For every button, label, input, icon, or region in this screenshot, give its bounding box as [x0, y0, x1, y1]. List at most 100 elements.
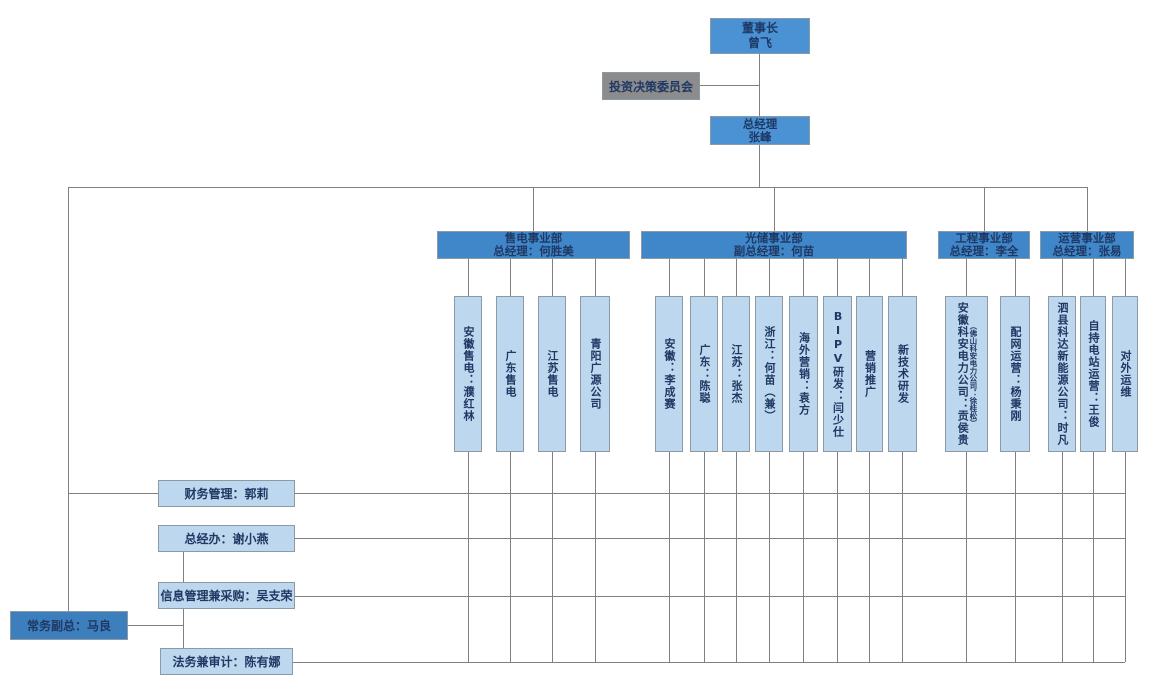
sub-unit-label: 广东：陈聪	[698, 344, 712, 404]
line-child-tail	[1125, 452, 1126, 662]
line-info-right	[295, 596, 1125, 597]
line-child-tail	[552, 452, 553, 662]
sub-unit-label: 泗县科达新能源公司：时凡	[1056, 302, 1070, 446]
sub-unit-label: 浙江：何苗（兼）	[763, 326, 777, 422]
line-finance-left	[68, 493, 158, 494]
department-title: 光储事业部	[745, 231, 803, 245]
line-child-tail	[704, 452, 705, 662]
line-department-bus	[68, 187, 1087, 188]
general-manager-box: 总经理 张峰	[710, 116, 810, 145]
sub-unit-box: 浙江：何苗（兼）	[755, 296, 783, 452]
chairman-name: 曾飞	[747, 36, 772, 50]
department-box-0: 售电事业部总经理：何胜美	[437, 231, 630, 259]
general-manager-title: 总经理	[742, 116, 778, 131]
line-dept-to-child	[837, 259, 838, 296]
line-committee-branch	[700, 85, 760, 86]
department-title: 售电事业部	[504, 231, 563, 245]
line-child-tail	[869, 452, 870, 662]
sub-unit-label: 江苏售电	[546, 350, 560, 398]
function-box-gm-office: 总经办：谢小燕	[158, 525, 295, 552]
line-dept-to-child	[1062, 259, 1063, 296]
sub-unit-box: 青阳广源公司	[580, 296, 610, 452]
department-title: 工程事业部	[955, 231, 1013, 245]
sub-unit-box: 新技术研发	[888, 296, 917, 452]
line-child-tail	[837, 452, 838, 662]
investment-committee-box: 投资决策委员会	[602, 72, 700, 100]
line-child-tail	[1062, 452, 1063, 662]
line-left-drop	[68, 187, 69, 611]
line-deputy-branch	[128, 625, 183, 626]
sub-unit-box: 江苏售电	[538, 296, 566, 452]
sub-unit-label: 海外营销：袁方	[797, 332, 811, 416]
sub-unit-label: 青阳广源公司	[589, 338, 603, 410]
sub-unit-box: 配网运营：杨秉刚	[1000, 296, 1030, 452]
chairman-box: 董事长 曾飞	[710, 18, 810, 54]
line-dept-to-child	[468, 259, 469, 296]
line-dept-to-child	[669, 259, 670, 296]
line-child-tail	[966, 452, 967, 662]
sub-unit-label: 对外运维	[1119, 350, 1133, 398]
line-gm-office-right	[295, 538, 1125, 539]
line-dept-to-child	[704, 259, 705, 296]
chairman-title: 董事长	[741, 21, 778, 35]
sub-unit-box: 营销推广	[856, 296, 883, 452]
department-manager: 总经理：张易	[1052, 244, 1122, 258]
line-child-tail	[803, 452, 804, 662]
line-dept-to-child	[869, 259, 870, 296]
sub-unit-box: 广东售电	[496, 296, 524, 452]
line-child-tail	[736, 452, 737, 662]
line-dept-to-child	[595, 259, 596, 296]
sub-unit-box: 安徽：李成赛	[655, 296, 683, 452]
function-box-legal-audit: 法务兼审计：陈有娜	[160, 648, 293, 675]
line-child-tail	[468, 452, 469, 662]
line-dept-to-child	[803, 259, 804, 296]
function-box-info-procurement: 信息管理兼采购：吴支荣	[158, 582, 295, 609]
sub-unit-box: 广东：陈聪	[690, 296, 718, 452]
department-box-3: 运营事业部总经理：张易	[1040, 231, 1134, 259]
line-bus-to-dept	[984, 187, 985, 231]
sub-unit-box: 对外运维	[1112, 296, 1138, 452]
sub-unit-box: 泗县科达新能源公司：时凡	[1048, 296, 1076, 452]
line-bus-to-dept	[533, 187, 534, 231]
department-title: 运营事业部	[1058, 231, 1116, 245]
sub-unit-label: 广东售电	[504, 350, 518, 398]
line-bus-to-dept	[774, 187, 775, 231]
sub-unit-label: 自持电站运营：王俊	[1087, 320, 1101, 428]
line-dept-to-child	[1015, 259, 1016, 296]
department-manager: 总经理：李全	[949, 244, 1019, 258]
sub-unit-label: 配网运营：杨秉刚	[1009, 326, 1023, 422]
sub-unit-label: 安徽科安电力公司：贡侯贵	[956, 302, 970, 446]
sub-unit-label: 安徽售电：濮红林	[462, 326, 476, 422]
line-bus-to-dept	[1087, 187, 1088, 231]
sub-unit-label: 营销推广	[863, 350, 877, 398]
line-child-tail	[1093, 452, 1094, 662]
sub-unit-box: 安徽售电：濮红林	[454, 296, 482, 452]
department-box-1: 光储事业部副总经理：何苗	[641, 231, 907, 259]
line-dept-to-child	[1125, 259, 1126, 296]
function-box-finance: 财务管理：郭莉	[158, 480, 295, 507]
sub-unit-label: BIPV研发：闫少仕	[831, 310, 845, 438]
line-child-tail	[1015, 452, 1016, 662]
deputy-general-manager-box: 常务副总：马良	[10, 611, 128, 640]
sub-unit-label: 江苏：张杰	[730, 344, 744, 404]
department-manager: 总经理：何胜美	[493, 244, 574, 258]
line-dept-to-child	[966, 259, 967, 296]
line-child-tail	[510, 452, 511, 662]
line-dept-to-child	[769, 259, 770, 296]
line-dept-to-child	[552, 259, 553, 296]
line-finance-right	[295, 493, 1125, 494]
line-dept-to-child	[736, 259, 737, 296]
sub-unit-label: 新技术研发	[896, 344, 910, 404]
line-legal-right	[293, 662, 1125, 663]
line-dept-to-child	[510, 259, 511, 296]
line-dept-to-child	[902, 259, 903, 296]
sub-unit-box: BIPV研发：闫少仕	[823, 296, 852, 452]
department-box-2: 工程事业部总经理：李全	[938, 231, 1030, 259]
line-child-tail	[902, 452, 903, 662]
general-manager-name: 张峰	[748, 129, 772, 144]
sub-unit-box: 江苏：张杰	[722, 296, 750, 452]
sub-unit-box: 海外营销：袁方	[789, 296, 818, 452]
sub-unit-box: 安徽科安电力公司：贡侯贵（佛山科安电力公司：徐桂松）	[945, 296, 988, 452]
department-manager: 副总经理：何苗	[733, 244, 815, 258]
